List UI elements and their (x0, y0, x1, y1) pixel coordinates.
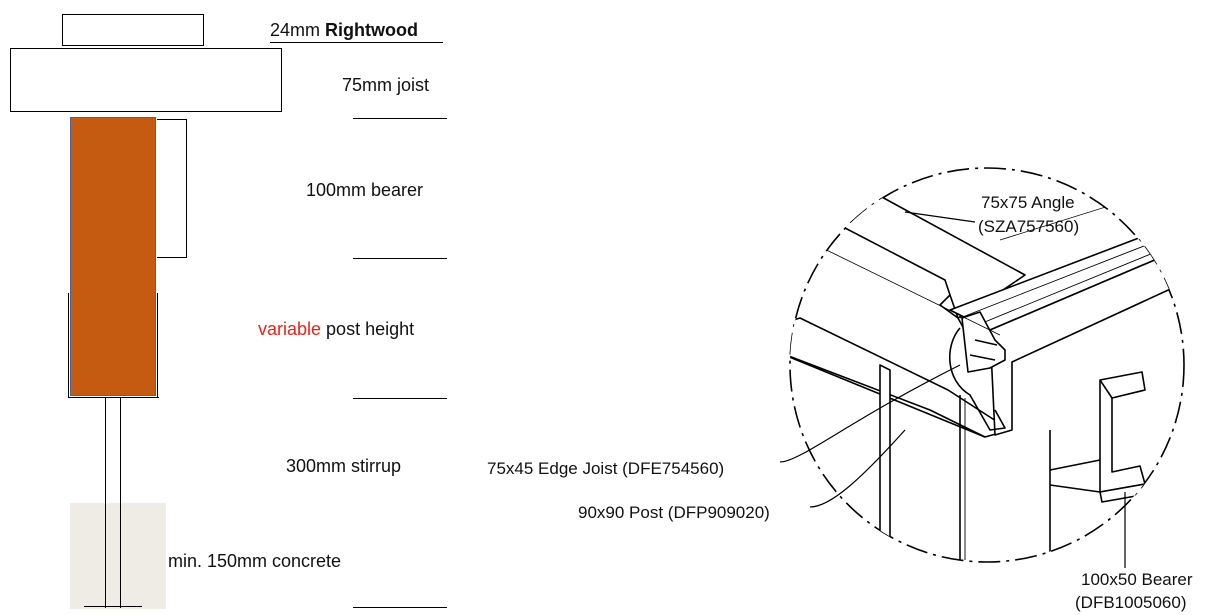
joist-divider (353, 118, 447, 119)
post-height-label: variable post height (258, 319, 415, 339)
post-block (70, 117, 156, 396)
concrete-divider (353, 607, 447, 608)
joist-block (10, 48, 282, 112)
bearer-divider (353, 258, 447, 259)
stirrup-rod (105, 398, 121, 608)
bearer-bracket (157, 119, 187, 258)
post-leader (809, 429, 906, 508)
bearer-callout-line2: (DFB1005060) (1075, 593, 1187, 612)
edge-joist-callout: 75x45 Edge Joist (DFE754560) (487, 459, 724, 478)
angle-leader (904, 211, 976, 223)
concrete-label: min. 150mm concrete (168, 551, 342, 571)
rightwood-underline (270, 42, 443, 43)
post-right-bracket (157, 293, 160, 397)
post-callout: 90x90 Post (DFP909020) (578, 503, 770, 522)
rightwood-board (62, 14, 204, 46)
bearer-label: 100mm bearer (306, 180, 424, 200)
stirrup-base-plate (84, 606, 142, 607)
stirrup-label: 300mm stirrup (286, 456, 402, 476)
post-left-bracket (68, 293, 71, 397)
bearer-callout-line1: 100x50 Bearer (1081, 570, 1193, 589)
concrete-footing (70, 503, 166, 609)
post-divider (353, 398, 447, 399)
detail-circle (789, 167, 1185, 563)
post-edge-left (879, 364, 891, 561)
bearer-front-face (989, 244, 1184, 436)
rightwood-label: 24mm Rightwood (270, 20, 419, 40)
post-bottom-bracket (68, 397, 159, 398)
edge-joist-leader (779, 364, 961, 463)
angle-top-face (819, 195, 1026, 319)
joist-label: 75mm joist (342, 75, 430, 95)
angle-callout-line1: 75x75 Angle (981, 193, 1075, 212)
angle-callout-line2: (SZA757560) (978, 217, 1079, 236)
